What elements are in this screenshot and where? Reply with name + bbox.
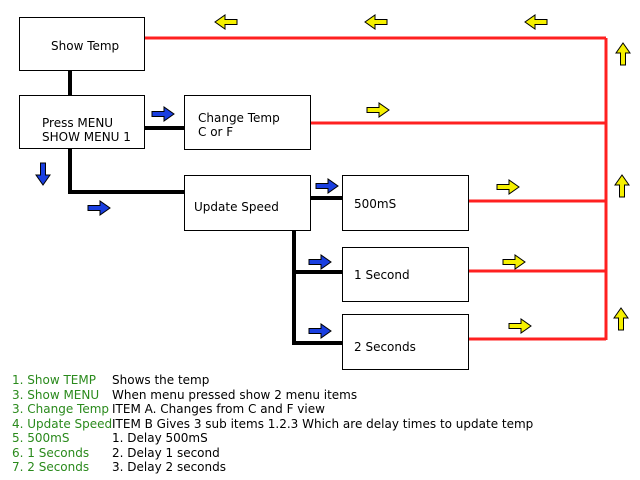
- legend-number: 7. 2 Seconds: [12, 460, 90, 474]
- arrow-right-icon: [308, 254, 332, 270]
- press-menu-label: Press MENU: [42, 116, 114, 130]
- option-1s-box: 1 Second: [342, 247, 469, 302]
- arrow-right-icon: [502, 254, 526, 270]
- arrow-right-icon: [496, 179, 520, 195]
- show-temp-label: Show Temp: [51, 39, 120, 53]
- update-speed-label: Update Speed: [194, 200, 279, 214]
- c-or-f-label: C or F: [198, 125, 234, 139]
- show-temp-box: Show Temp: [19, 17, 145, 71]
- arrow-up-icon: [614, 174, 630, 198]
- arrow-up-icon: [613, 307, 629, 331]
- legend-number: 4. Update Speed: [12, 416, 113, 431]
- legend-description: Shows the temp: [112, 373, 210, 387]
- change-temp-label: Change Temp: [198, 111, 280, 125]
- arrow-right-icon: [508, 318, 532, 334]
- press-menu-box: Press MENU SHOW MENU 1: [19, 95, 145, 149]
- show-menu-label: SHOW MENU 1: [42, 130, 131, 144]
- arrow-up-icon: [615, 42, 631, 66]
- arrow-right-icon: [151, 106, 175, 122]
- arrow-right-icon: [315, 178, 339, 194]
- arrow-right-icon: [308, 323, 332, 339]
- option-500ms-label: 500mS: [354, 197, 397, 211]
- legend-description: ITEM A. Changes from C and F view: [112, 402, 325, 416]
- update-speed-box: Update Speed: [184, 175, 311, 231]
- legend-number: 3. Show MENU: [12, 387, 100, 402]
- arrow-down-icon: [35, 162, 51, 186]
- option-2s-label: 2 Seconds: [354, 340, 416, 354]
- legend-description: ITEM B Gives 3 sub items 1.2.3 Which are…: [112, 416, 534, 431]
- connector-menu-to-update: [68, 148, 185, 194]
- arrow-left-icon: [214, 14, 238, 30]
- connector-update-to-2s: [292, 230, 342, 345]
- arrow-right-icon: [87, 200, 111, 216]
- flow-connectors: [68, 70, 342, 345]
- return-lines: [145, 36, 608, 341]
- option-2s-box: 2 Seconds: [342, 314, 469, 370]
- legend-description: 3. Delay 2 seconds: [112, 460, 226, 474]
- legend-description: 2. Delay 1 second: [112, 445, 220, 460]
- legend-description: 1. Delay 500mS: [112, 431, 208, 445]
- arrow-left-icon: [524, 14, 548, 30]
- legend-number: 6. 1 Seconds: [12, 445, 90, 460]
- legend-description: When menu pressed show 2 menu items: [112, 387, 358, 402]
- legend-number: 3. Change Temp: [12, 402, 110, 416]
- arrow-right-icon: [366, 102, 390, 118]
- option-1s-label: 1 Second: [354, 268, 410, 282]
- legend-number: 5. 500mS: [12, 431, 70, 445]
- change-temp-box: Change Temp C or F: [184, 95, 311, 150]
- legend-number: 1. Show TEMP: [12, 373, 96, 387]
- arrow-left-icon: [364, 14, 388, 30]
- option-500ms-box: 500mS: [342, 175, 469, 231]
